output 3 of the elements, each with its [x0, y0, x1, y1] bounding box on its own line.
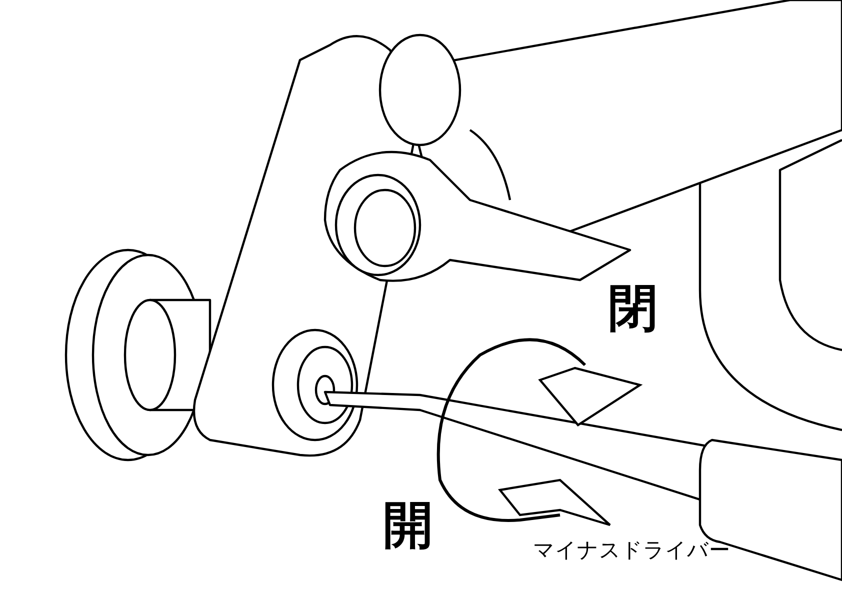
label-text: 開: [383, 500, 433, 550]
label-text: 閉: [608, 283, 658, 333]
label-text: マイナスドライバー: [533, 540, 730, 561]
